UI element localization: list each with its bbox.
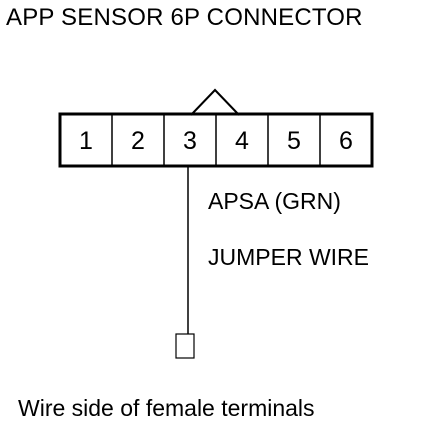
pin-4-label: 4 <box>235 127 249 155</box>
jumper-wire-terminal <box>175 333 195 359</box>
view-caption: Wire side of female terminals <box>18 395 315 421</box>
diagram-title: APP SENSOR 6P CONNECTOR <box>6 4 363 31</box>
pin-5-label: 5 <box>287 127 301 155</box>
connector-pin-cells: 1 2 3 4 5 6 <box>79 114 353 166</box>
connector-lock-tab <box>190 88 240 116</box>
pin-3-label: 3 <box>183 127 197 155</box>
pin-1-label: 1 <box>79 127 93 155</box>
jumper-wire-label: JUMPER WIRE <box>208 244 369 270</box>
pin-6-label: 6 <box>339 127 353 155</box>
wire-color-label: APSA (GRN) <box>208 188 341 214</box>
pin-2-label: 2 <box>131 127 145 155</box>
